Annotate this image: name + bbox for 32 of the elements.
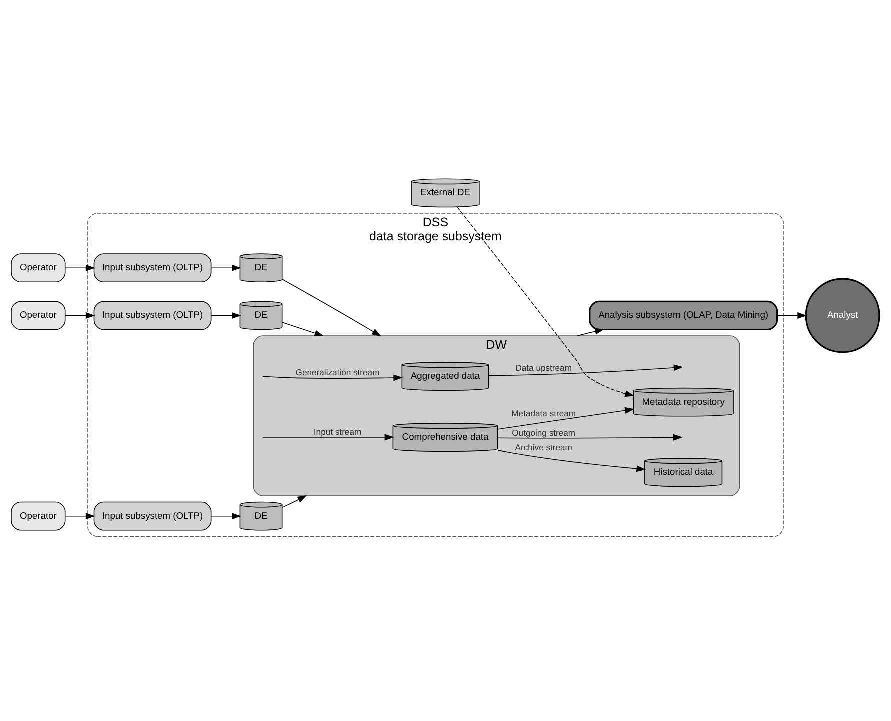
arrow	[211, 264, 242, 271]
node-box: Operator	[11, 501, 66, 530]
arrow	[282, 278, 382, 336]
arrow	[497, 406, 635, 430]
arrow	[64, 312, 96, 318]
arrow	[282, 495, 308, 508]
node-box: Input subsystem (OLTP)	[94, 501, 212, 530]
arrow	[262, 374, 404, 381]
node-box: Input subsystem (OLTP)	[94, 253, 212, 282]
arrow	[488, 364, 684, 376]
arrow	[577, 328, 605, 336]
arrow	[64, 512, 96, 520]
arrow	[64, 264, 96, 271]
edge-label: Archive stream	[515, 442, 572, 452]
node-box: Input subsystem (OLTP)	[94, 300, 212, 330]
node-box: Operator	[11, 253, 66, 282]
node-box: Operator	[11, 300, 66, 330]
arrow	[498, 450, 646, 472]
arrow	[262, 434, 394, 440]
arrow	[211, 512, 242, 520]
edge-label: Generalization stream	[296, 367, 380, 378]
edge-label: Data upstream	[516, 362, 572, 372]
arrow	[777, 312, 808, 318]
arrow	[211, 312, 242, 318]
arrow	[497, 434, 683, 440]
node-circle: Analyst	[805, 278, 880, 353]
arrow	[282, 322, 324, 336]
edge-label: Input stream	[314, 426, 362, 436]
arrow	[457, 206, 635, 397]
edge-label: Outgoing stream	[512, 427, 576, 438]
node-box: Analysis subsystem (OLAP, Data Mining)	[589, 300, 778, 330]
edge-label: Metadata stream	[512, 408, 576, 418]
